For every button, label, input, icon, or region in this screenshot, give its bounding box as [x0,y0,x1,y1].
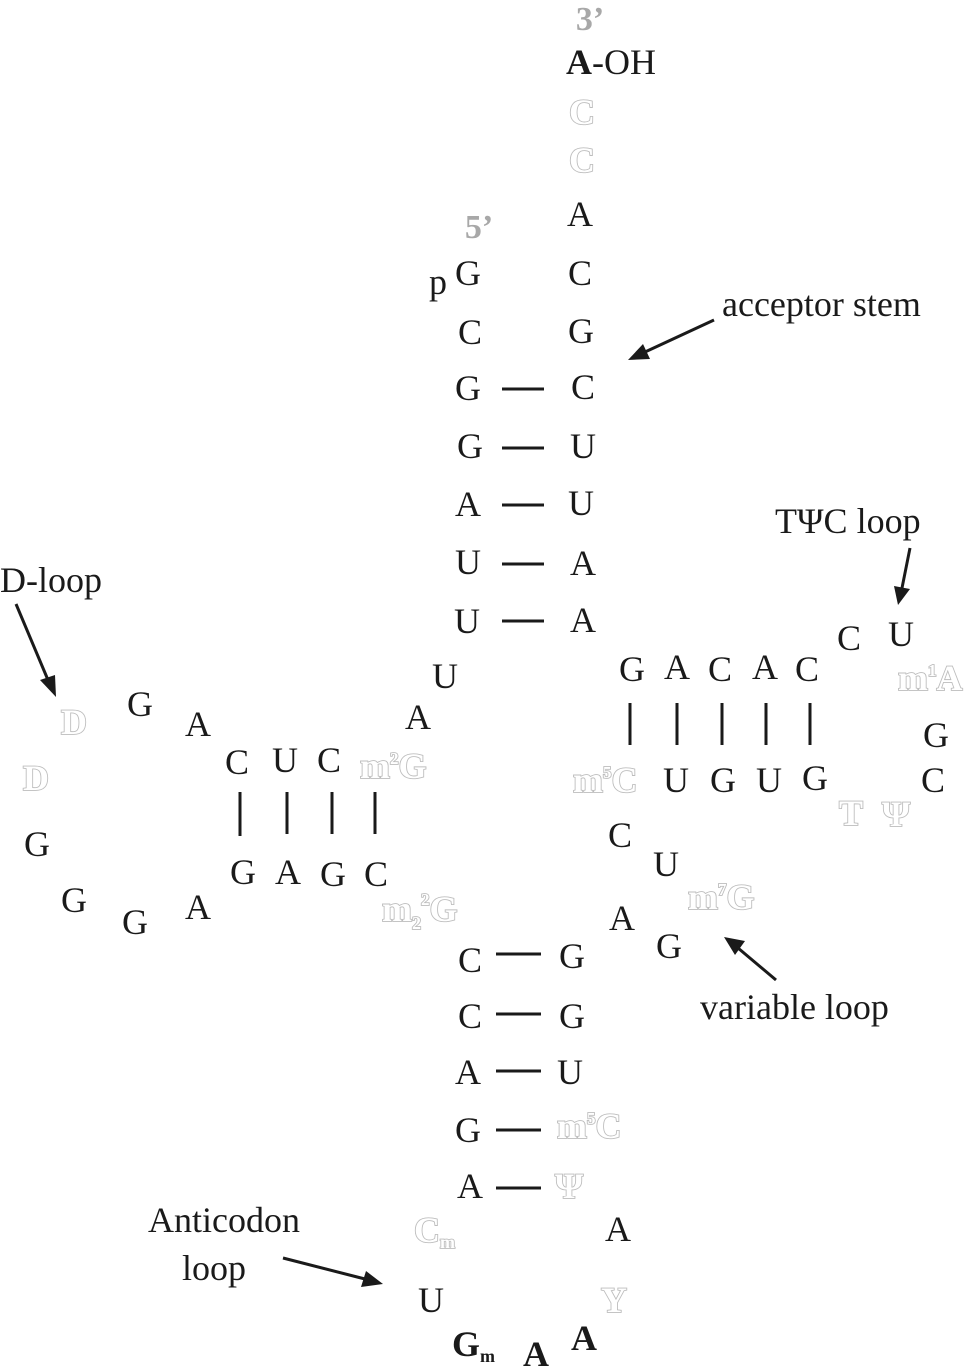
d-stem-top-nt: C [317,740,341,780]
t-stem-top-nt: A [752,647,778,687]
oh-suffix: -OH [592,42,656,82]
variable-loop-nt: C [608,815,632,855]
acceptor-5-nt: U [455,542,481,582]
acceptor-3-nt: U [570,426,596,466]
tpsic-loop-arrow [900,547,912,589]
gm-modified: Gm [452,1324,495,1366]
anticodon-loop-nt: A [523,1334,549,1369]
t-stem-bottom-nt: G [802,758,828,798]
cm-modified: Cm [414,1210,455,1252]
acceptor-5-nt: G [455,368,481,408]
tpsic-loop-arrowhead [894,586,910,605]
m7g-modified: m7G [688,877,755,917]
anticodon-loop-nt: A [571,1318,597,1358]
t-stem-bottom-nt: U [663,760,689,800]
anticodon-stem-3-nt: U [557,1052,583,1092]
acceptor-5-nt: C [458,312,482,352]
d-loop-nt: G [24,824,50,864]
d-stem-top-nt: U [272,740,298,780]
phosphate-p: p [429,262,447,302]
tpsic-loop-label: TΨC loop [775,501,921,541]
t-stem-bottom-nt: G [710,760,736,800]
t-loop-nt: G [923,715,949,755]
t-stem-top-nt: C [708,649,732,689]
acceptor-5-nt: U [454,601,480,641]
t-stem-bottom-nt: U [756,760,782,800]
anticodon-arrowhead [361,1271,383,1287]
acceptor-3-nt: A [567,194,593,234]
m22g-modified: m22G [382,889,458,933]
d-loop-nt: A [185,887,211,927]
acceptor-stem-arrowhead [628,344,650,360]
d-loop-nt: G [61,880,87,920]
acceptor-3-nt: A [570,600,596,640]
t-loop-nt: C [837,618,861,658]
anticodon-stem-3-nt: G [559,996,585,1036]
t-loop-pseudouridine: Ψ [882,794,910,834]
linker-a9: A [405,697,431,737]
anticodon-arrow [282,1256,366,1281]
t-loop-nt: C [921,760,945,800]
three-prime-label: 3’ [576,1,604,38]
t-loop-nt: U [888,614,914,654]
c75: C [569,92,595,132]
variable-loop-label: variable loop [700,987,889,1027]
acceptor-3-nt: C [571,367,595,407]
d-loop-nt: G [127,684,153,724]
linker-u8: U [432,656,458,696]
m5c-modified: m5C [557,1106,622,1146]
t-loop-ribothymidine: T [839,793,863,833]
anticodon-stem-5-nt: G [455,1110,481,1150]
acceptor-5-nt: G [455,253,481,293]
anticodon-loop-nt: U [418,1280,444,1320]
anticodon-loop-label-2: loop [182,1248,246,1288]
d-stem-bottom-nt: A [275,852,301,892]
variable-loop-arrowhead [724,937,745,955]
acceptor-5-nt: A [455,484,481,524]
acceptor-3-nt: U [568,483,594,523]
d-loop-dihydrouridine: D [61,702,87,742]
d-loop-arrowhead [40,675,56,697]
variable-loop-nt: U [653,844,679,884]
m5c-t-modified: m5C [573,760,638,800]
t-stem-top-nt: C [795,649,819,689]
a76-base: A [566,42,592,82]
d-stem-bottom-nt: G [230,852,256,892]
variable-loop-arrow [737,946,777,982]
acceptor-5-nt: G [457,426,483,466]
anticodon-stem-3-nt: G [559,936,585,976]
d-stem-bottom-nt: G [320,854,346,894]
acceptor-stem-arrow [644,318,715,354]
m1a-modified: m1A [898,658,963,698]
d-loop-nt: A [185,704,211,744]
anticodon-stem-5-nt: C [458,996,482,1036]
acceptor-3-nt: G [568,311,594,351]
d-stem-top-nt: C [225,742,249,782]
variable-loop-nt: A [609,898,635,938]
anticodon-loop-label-1: Anticodon [148,1200,300,1240]
m2g-modified: m2G [360,746,427,786]
d-loop-arrow [14,603,50,681]
t-stem-top-nt: G [619,649,645,689]
d-loop-nt: G [122,902,148,942]
pseudouridine: Ψ [555,1166,583,1206]
anticodon-stem-5-nt: C [458,940,482,980]
acceptor-3-nt: C [568,253,592,293]
a76-oh: A-OH [566,42,656,82]
acceptor-stem-label: acceptor stem [722,284,921,324]
anticodon-stem-5-nt: A [455,1052,481,1092]
anticodon-loop-nt: A [605,1209,631,1249]
d-loop-dihydrouridine: D [23,758,49,798]
d-loop-label: D-loop [0,560,102,600]
wybutosine: Y [601,1280,627,1320]
d-stem-bottom-nt: C [364,854,388,894]
c74: C [569,140,595,180]
acceptor-3-nt: A [570,543,596,583]
variable-loop-nt: G [656,926,682,966]
five-prime-label: 5’ [465,209,493,246]
t-stem-top-nt: A [664,647,690,687]
anticodon-stem-5-nt: A [457,1166,483,1206]
